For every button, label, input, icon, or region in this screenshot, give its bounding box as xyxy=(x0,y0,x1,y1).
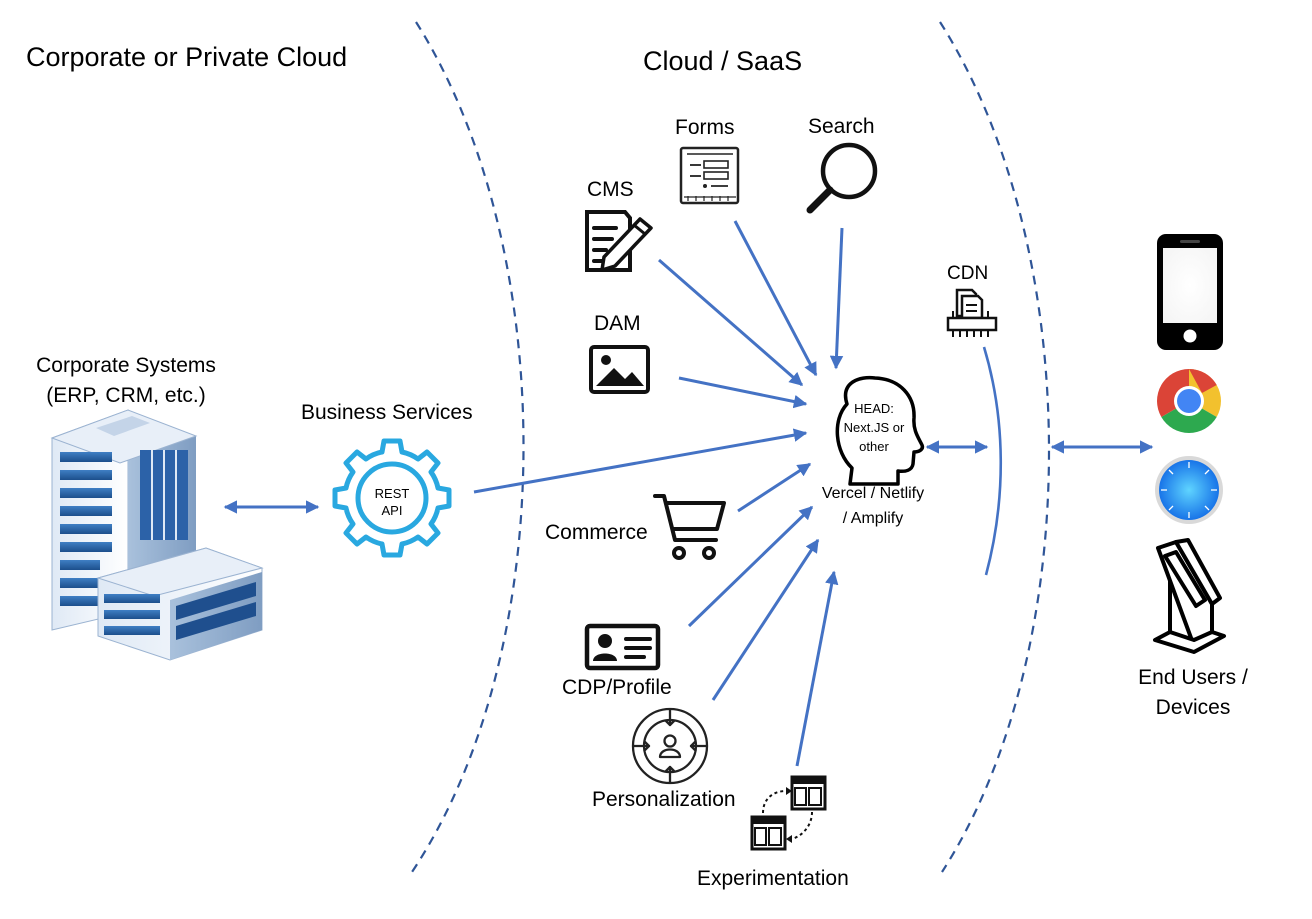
arrow-personalization-head xyxy=(711,538,820,701)
arrow-experimentation-head xyxy=(795,570,839,767)
kiosk-icon xyxy=(1153,538,1226,654)
dam-label: DAM xyxy=(594,312,641,335)
cdn-bracket xyxy=(982,346,1003,576)
cdp-profile-label: CDP/Profile xyxy=(562,676,672,699)
connector-arrows xyxy=(223,220,1154,767)
corporate-systems-label-line1: Corporate Systems xyxy=(36,354,216,377)
forms-label: Forms xyxy=(675,116,735,139)
search-icon xyxy=(806,142,878,214)
rest-api-label-line2: API xyxy=(381,503,403,518)
arrow-dam-head xyxy=(678,376,808,409)
business-services-label: Business Services xyxy=(301,401,473,424)
forms-icon xyxy=(679,146,740,205)
search-label: Search xyxy=(808,115,875,138)
personalization-icon xyxy=(631,707,709,785)
arrow-forms-head xyxy=(733,220,818,377)
cdn-server-icon xyxy=(946,288,998,337)
hosting-label-line2: / Amplify xyxy=(842,510,904,527)
chrome-icon xyxy=(1157,369,1221,433)
profile-card-icon xyxy=(584,623,661,671)
ab-test-icon xyxy=(750,775,827,851)
end-users-label-line2: Devices xyxy=(1155,696,1231,719)
boundary-left xyxy=(411,21,525,873)
arrow-commerce-head xyxy=(737,462,812,513)
head-label-line1: HEAD: xyxy=(854,401,894,416)
end-users-label-line1: End Users / xyxy=(1138,666,1248,689)
arrow-search-head xyxy=(829,227,844,370)
safari-icon xyxy=(1155,456,1223,524)
cms-edit-icon xyxy=(585,210,653,272)
cms-label: CMS xyxy=(587,178,634,201)
personalization-label: Personalization xyxy=(592,788,736,811)
arrow-business-head xyxy=(473,428,808,494)
head-label-line2: Next.JS or xyxy=(843,420,905,435)
gear-icon xyxy=(332,438,452,558)
office-building-icon xyxy=(50,409,264,661)
head-label-line3: other xyxy=(859,439,889,454)
experimentation-label: Experimentation xyxy=(697,867,849,890)
region-title-cloud: Cloud / SaaS xyxy=(643,46,803,76)
head-profile-icon xyxy=(835,375,925,486)
arrow-cms-head xyxy=(658,258,804,387)
corporate-systems-label-line2: (ERP, CRM, etc.) xyxy=(46,384,206,407)
cdn-label: CDN xyxy=(947,263,989,284)
boundary-right xyxy=(939,21,1051,873)
smartphone-icon xyxy=(1157,234,1223,350)
shopping-cart-icon xyxy=(653,494,726,560)
hosting-label-line1: Vercel / Netlify xyxy=(821,485,925,502)
region-title-corporate: Corporate or Private Cloud xyxy=(26,42,348,72)
rest-api-label-line1: REST xyxy=(374,486,410,501)
image-icon xyxy=(589,345,650,394)
arrow-cdp-head xyxy=(687,505,814,628)
commerce-label: Commerce xyxy=(545,521,648,544)
